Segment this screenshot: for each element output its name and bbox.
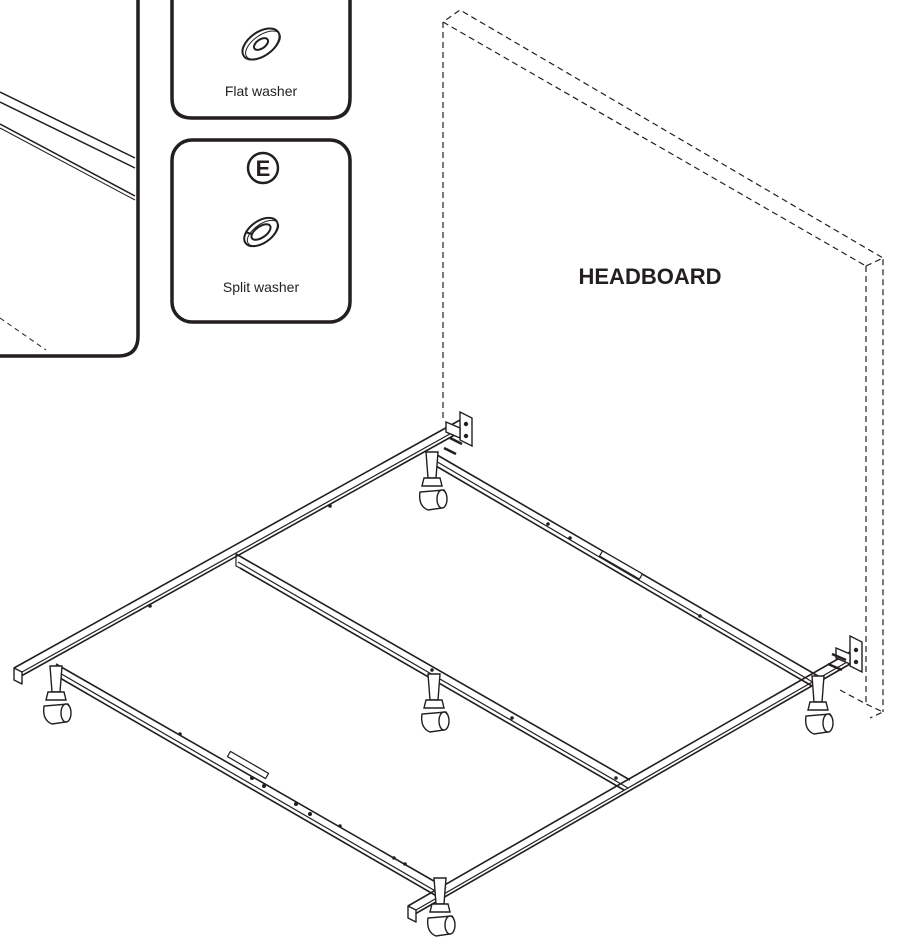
left-headboard-bracket	[443, 410, 473, 456]
caster-right-head	[804, 675, 834, 735]
flat-washer-label: Flat washer	[225, 83, 298, 99]
part-letter-badge	[246, 151, 280, 185]
caster-right-front	[426, 877, 456, 937]
rail-holes	[148, 504, 702, 866]
right-side-rail	[407, 651, 855, 923]
split-washer-label: Split washer	[223, 279, 300, 295]
flat-washer-box: Flat washer	[170, 0, 352, 120]
caster-left-front	[42, 665, 72, 725]
part-letter-e: E	[256, 156, 271, 181]
detail-callout-box	[0, 0, 140, 358]
bed-frame	[13, 419, 855, 923]
caster-left-head	[418, 451, 448, 511]
left-side-rail	[13, 419, 467, 685]
flat-washer-icon	[241, 27, 281, 61]
headboard-outline	[442, 9, 885, 719]
caster-center	[420, 673, 450, 733]
split-washer-box: E Split washer	[170, 138, 352, 324]
foot-cross-rail	[55, 663, 447, 899]
right-headboard-bracket	[827, 634, 863, 674]
head-cross-rail	[431, 451, 819, 687]
split-washer-icon	[243, 216, 280, 248]
headboard-label: HEADBOARD	[579, 264, 722, 289]
center-cross-rail	[235, 553, 631, 791]
